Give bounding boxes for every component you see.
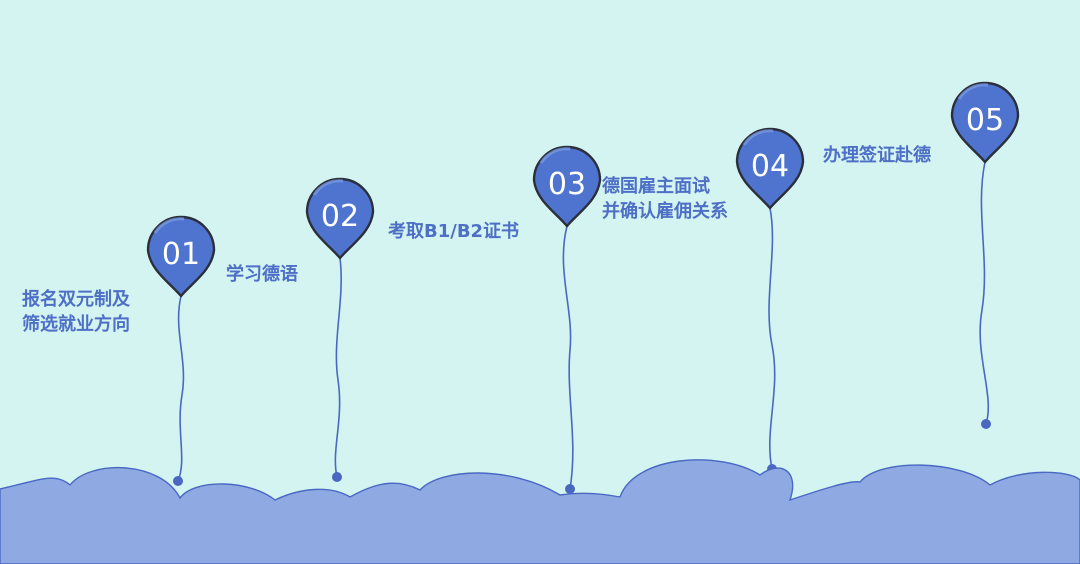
string-04 [768, 207, 776, 470]
cloud-shape [0, 459, 1080, 564]
balloon-highlight-04 [742, 129, 774, 146]
balloon-05: 05 [950, 81, 1020, 164]
string-03 [562, 225, 574, 490]
step-label-04: 德国雇主面试 并确认雇佣关系 [602, 174, 728, 224]
step-label-01-line-1: 报名双元制及 [22, 289, 130, 310]
balloons: 01 02 03 04 05 [146, 81, 1020, 298]
step-label-03: 考取B1/B2证书 [388, 219, 519, 244]
balloon-number-01: 01 [162, 237, 200, 272]
step-label-01-line-2: 筛选就业方向 [22, 314, 130, 335]
string-anchor-02 [332, 472, 342, 482]
balloon-number-05: 05 [966, 103, 1004, 138]
balloon-number-04: 04 [751, 149, 789, 184]
step-label-04-line-2: 并确认雇佣关系 [602, 201, 728, 222]
string-anchor-03 [565, 484, 575, 494]
balloon-body-05 [950, 81, 1020, 164]
balloon-highlight-05 [957, 83, 989, 100]
step-label-01: 报名双元制及 筛选就业方向 [22, 287, 130, 337]
balloon-number-02: 02 [321, 199, 359, 234]
step-label-02-line-1: 学习德语 [226, 264, 298, 285]
balloon-body-01 [146, 215, 216, 298]
string-02 [334, 257, 342, 478]
step-label-02: 学习德语 [226, 262, 298, 287]
balloon-body-03 [532, 145, 602, 228]
balloon-01: 01 [146, 215, 216, 298]
string-05 [979, 161, 990, 425]
balloon-number-03: 03 [548, 167, 586, 202]
balloon-highlight-02 [312, 179, 344, 196]
balloon-03: 03 [532, 145, 602, 228]
string-01 [177, 295, 185, 482]
cloud-bank [0, 459, 1080, 564]
string-anchor-01 [173, 476, 183, 486]
balloon-highlight-03 [539, 147, 571, 164]
balloon-body-02 [305, 177, 375, 260]
balloon-body-04 [735, 127, 805, 210]
balloon-02: 02 [305, 177, 375, 260]
step-label-05: 办理签证赴德 [823, 143, 931, 168]
step-label-04-line-1: 德国雇主面试 [602, 176, 710, 197]
step-label-03-line-1: 考取B1/B2证书 [388, 221, 520, 242]
balloon-highlight-01 [153, 217, 185, 234]
string-anchor-05 [981, 419, 991, 429]
balloon-04: 04 [735, 127, 805, 210]
step-label-05-line-1: 办理签证赴德 [823, 145, 931, 166]
